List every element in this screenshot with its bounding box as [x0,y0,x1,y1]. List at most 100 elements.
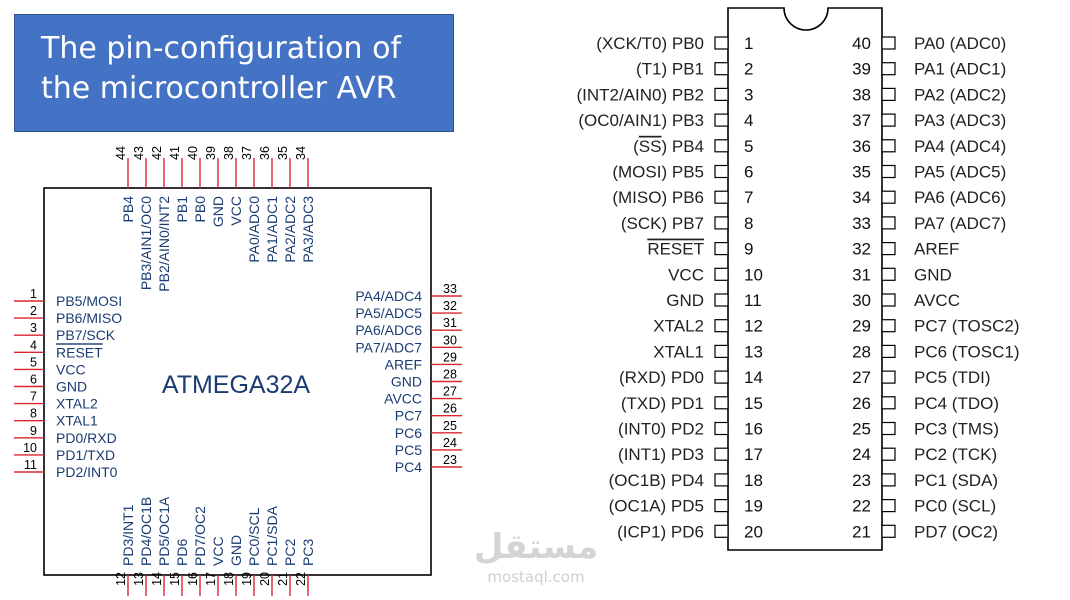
dip-pin-lead [714,36,729,50]
dip-pin-port: AREF [914,240,959,259]
dip-pin-port: AVCC [914,291,960,310]
dip-pin-lead [714,370,729,384]
dip-pin-port: PB4 [672,137,704,156]
qfp-pin-number: 25 [443,419,457,433]
dip-pin-lead [714,62,729,76]
dip-pin-lead [714,87,729,102]
dip-pin-lead [881,87,896,102]
dip-pin-number: 37 [852,111,871,130]
dip-pin-port: XTAL1 [653,342,704,361]
qfp-pin-label: PC6 [395,425,422,441]
dip-pin-14: 14(RXD) PD0 [619,368,763,387]
dip-pin-6: 6(MOSI) PB5 [612,163,753,182]
qfp-pin-label: PA1/ADC1 [264,196,280,263]
qfp-pin-number: 41 [168,146,182,160]
dip-pin-port: PC2 [914,445,947,464]
qfp-pin-number: 30 [443,333,457,347]
dip-pin-lead [881,344,896,358]
dip-pin-func: (OC1A) [609,497,671,516]
qfp-pin-number: 7 [30,390,37,404]
dip-pin-lead [881,113,896,127]
dip-pin-label: (INT1) PD3 [618,445,704,464]
qfp-pin-label: PB6/MISO [56,310,122,326]
dip-pin-number: 12 [744,317,763,336]
dip-pin-port: GND [914,265,952,284]
dip-pin-lead [714,293,729,307]
qfp-pin-number: 24 [443,436,457,450]
dip-pin-func: (TOSC2) [947,317,1019,336]
dip-pin-func: SS [639,137,662,156]
dip-pin-func: (INT2/AIN0) [576,85,671,104]
qfp-pin-label: VCC [228,196,244,226]
qfp-pin-number: 33 [443,282,457,296]
qfp-pin-number: 3 [30,321,37,335]
dip-pin-label: (MOSI) PB5 [612,163,704,182]
dip-pin-port: RESET [647,240,704,259]
dip-pin-func: (MOSI) [612,163,672,182]
dip-pin-func: (OC0/AIN1) [578,111,672,130]
dip-pin-lead [714,164,729,179]
qfp-pin-label: PA5/ADC5 [355,305,422,321]
dip-pin-port: PC6 [914,342,947,361]
dip-pin-func: (SDA) [947,471,998,490]
dip-pin-lead [881,473,896,487]
dip-pin-label: XTAL1 [653,342,704,361]
qfp-pin-7: 7 XTAL2 [14,390,98,412]
dip-pin-lead [714,499,729,513]
dip-pin-lead [714,267,729,281]
qfp-pin-label: PD5/OC1A [156,496,172,566]
dip-pin-label: PC3 (TMS) [914,420,999,439]
dip-pin-port: PC5 [914,368,947,387]
dip-pin-label: (SCK) PB7 [621,214,704,233]
qfp-pin-label: XTAL2 [56,396,98,412]
dip-pin-8: 8 (SCK) PB7 [621,214,754,233]
dip-pin-label: AREF [914,240,959,259]
dip-pin-label: GND [914,265,952,284]
dip-pin-number: 34 [852,188,871,207]
dip-pin-func: (TDI) [947,368,990,387]
dip-pin-number: 24 [852,445,871,464]
dip-pin-number: 36 [852,137,871,156]
dip-pin-func: (ADC5) [945,163,1006,182]
dip-pin-number: 27 [852,368,871,387]
qfp-pin-label: PD2/INT0 [56,464,118,480]
dip-pin-7: 7(MISO) PB6 [612,188,753,207]
qfp-pin-number: 27 [443,385,457,399]
dip-pin-number: 35 [852,163,871,182]
dip-pin-18: 18(OC1B) PD4 [609,471,763,490]
title-line-1: The pin-configuration of [41,31,401,66]
dip-pin-5: 5(SS) PB4 [633,137,753,156]
qfp-pin-number: 5 [30,355,37,369]
dip-pin-lead [714,319,729,333]
dip-pin-port: GND [666,291,704,310]
dip-pin-number: 33 [852,214,871,233]
dip-pin-20: 20 (ICP1) PD6 [617,522,763,541]
dip-pin-number: 10 [744,265,763,284]
dip-pin-number: 18 [744,471,763,490]
dip-pin-func: (T1) [636,60,672,79]
dip-pin-number: 8 [744,214,753,233]
qfp-pin-label: PC4 [395,459,422,475]
qfp-pin-number: 37 [240,146,254,160]
dip-pin-lead [714,396,729,410]
dip-pin-label: (ICP1) PD6 [617,522,704,541]
qfp-pin-number: 21 [276,572,290,586]
qfp-pin-number: 39 [204,146,218,160]
dip-pin-func: (TDO) [947,394,999,413]
qfp-pin-number: 35 [276,146,290,160]
dip-pin-number: 20 [744,522,763,541]
dip-pin-number: 14 [744,368,763,387]
